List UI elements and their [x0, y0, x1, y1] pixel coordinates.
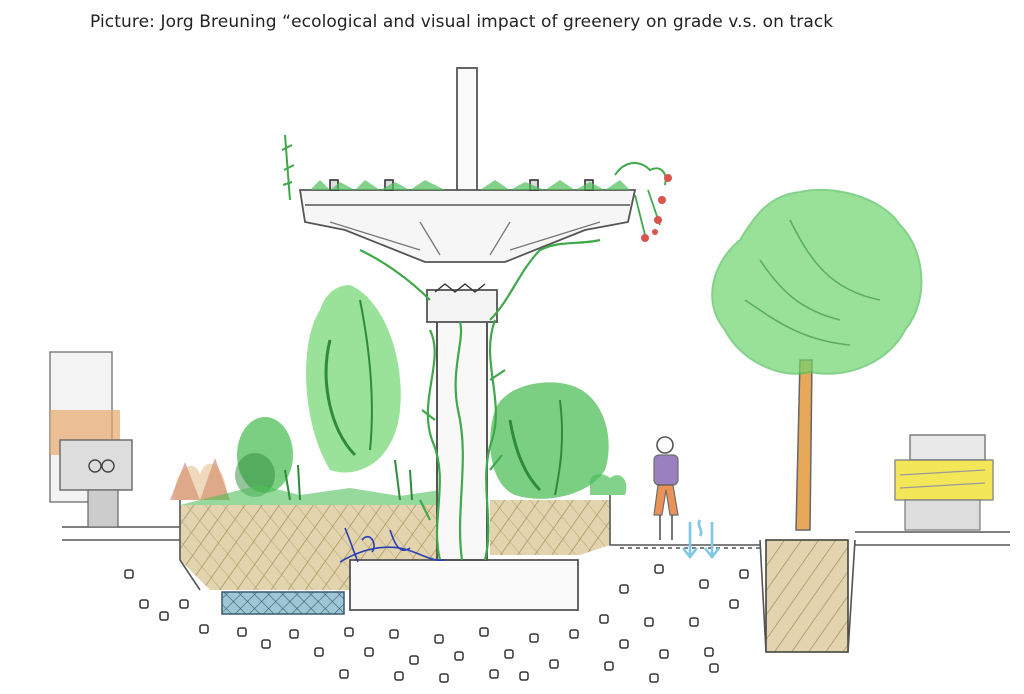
greenery-left — [170, 285, 440, 505]
hanging-greenery — [281, 134, 672, 242]
car-icon — [894, 434, 994, 531]
gravel-pebbles — [124, 564, 749, 683]
building-left — [49, 351, 133, 528]
foundation-slab — [349, 559, 579, 611]
water-infiltration-icon — [681, 519, 721, 560]
deciduous-tree-icon — [711, 188, 923, 531]
signature-icon — [339, 527, 446, 563]
street-lines — [62, 495, 1010, 653]
greenery-right-bush — [490, 382, 627, 499]
climbing-vines — [359, 238, 601, 561]
ground-soil — [180, 500, 849, 653]
drainage-mesh — [221, 591, 345, 615]
pedestrian-icon — [653, 436, 679, 540]
figure-caption: Picture: Jorg Breuning “ecological and v… — [90, 12, 834, 32]
